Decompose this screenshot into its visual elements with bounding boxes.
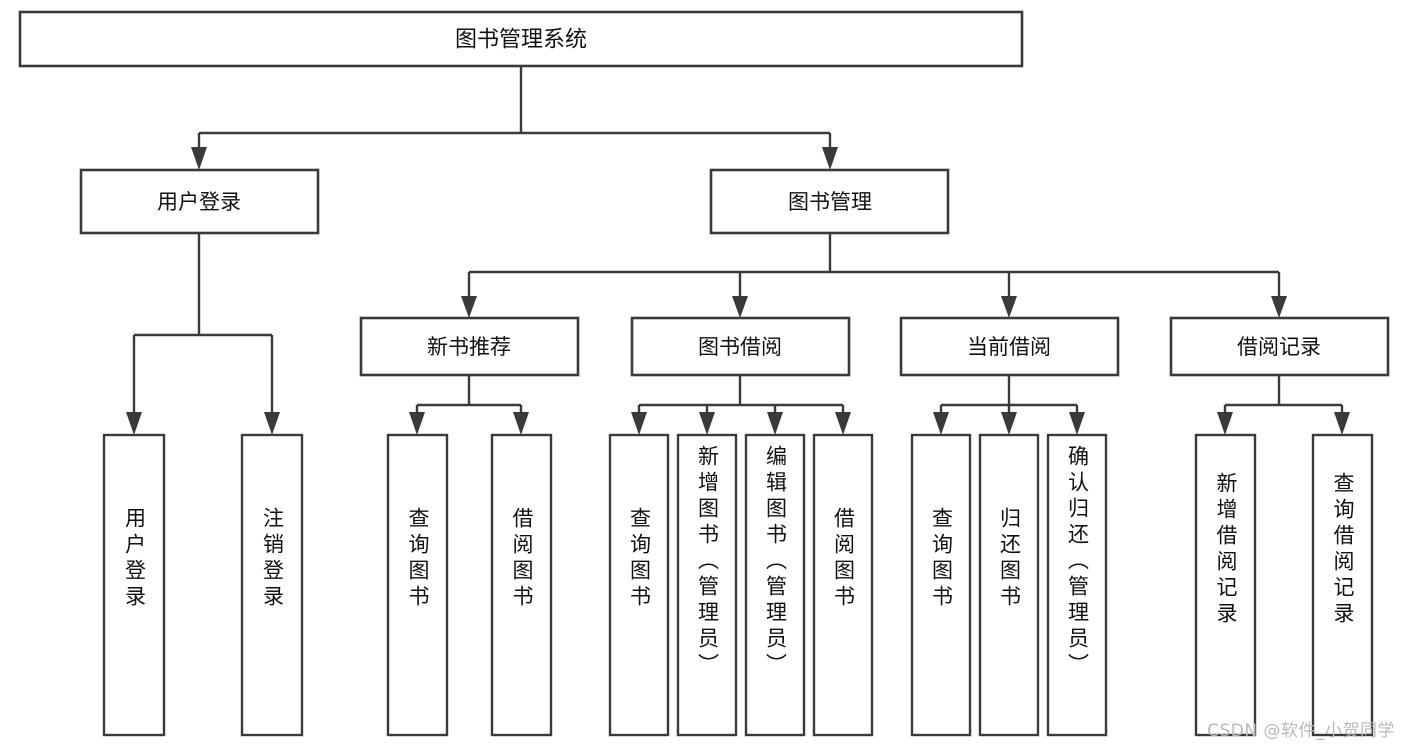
connector-bookmgmt-to-level2	[461, 233, 1287, 318]
connector-group-2	[631, 375, 851, 435]
leaf-box-user-login[interactable]	[102, 433, 166, 737]
level2-box-2[interactable]	[899, 316, 1120, 377]
leaf-box-logout[interactable]	[240, 433, 304, 737]
node-root[interactable]: 图书管理系统	[18, 10, 1024, 68]
connector-group-1	[409, 375, 529, 435]
root-label: 图书管理系统	[455, 28, 587, 53]
arrow-head-icon	[191, 147, 207, 170]
node-borrow-record[interactable]: 借阅记录	[1169, 316, 1390, 377]
level2-label-2: 当前借阅	[967, 335, 1051, 359]
root-box[interactable]	[18, 10, 1024, 68]
level1-label-1: 图书管理	[788, 190, 872, 214]
leaf-box-edit-book[interactable]	[744, 433, 806, 737]
arrow-head-icon	[732, 296, 748, 318]
arrow-head-icon	[699, 412, 715, 435]
leaf-box-query-book-1[interactable]	[386, 433, 449, 737]
level1-label-0: 用户登录	[157, 190, 241, 214]
arrow-head-icon	[1001, 412, 1017, 435]
arrow-head-icon	[126, 412, 142, 435]
leaf-box-query-borrow-record[interactable]	[1311, 433, 1374, 737]
node-current-borrow[interactable]: 当前借阅	[899, 316, 1120, 377]
connector-root-to-level1	[191, 66, 838, 170]
level2-box-1[interactable]	[630, 316, 851, 377]
arrow-head-icon	[631, 412, 647, 435]
connector-group-3	[933, 375, 1085, 435]
arrow-head-icon	[1334, 412, 1350, 435]
arrow-head-icon	[1271, 296, 1287, 318]
level2-box-3[interactable]	[1169, 316, 1390, 377]
leaf-box-add-book[interactable]	[676, 433, 738, 737]
node-book-borrow[interactable]: 图书借阅	[630, 316, 851, 377]
arrow-head-icon	[1001, 296, 1017, 318]
arrow-head-icon	[1069, 412, 1085, 435]
node-book-management[interactable]: 图书管理	[709, 168, 950, 235]
watermark-text: CSDN @软件_小贺同学	[1207, 721, 1395, 741]
node-new-book-recommend[interactable]: 新书推荐	[359, 316, 580, 377]
arrow-head-icon	[264, 412, 280, 435]
arrow-head-icon	[513, 412, 529, 435]
leaf-box-query-book-2[interactable]	[608, 433, 670, 737]
leaf-box-query-book-3[interactable]	[910, 433, 972, 737]
arrow-head-icon	[1217, 412, 1233, 435]
leaf-box-return-book[interactable]	[978, 433, 1040, 737]
arrow-head-icon	[767, 412, 783, 435]
level2-label-0: 新书推荐	[427, 335, 511, 359]
connector-group-4	[1217, 375, 1350, 435]
connector-group-0	[126, 233, 280, 435]
leaf-box-add-borrow-record[interactable]	[1194, 433, 1257, 737]
leaf-box-borrow-book-1[interactable]	[490, 433, 553, 737]
arrow-head-icon	[461, 296, 477, 318]
level2-box-0[interactable]	[359, 316, 580, 377]
level2-label-1: 图书借阅	[698, 335, 782, 359]
arrow-head-icon	[822, 147, 838, 170]
leaf-box-confirm-return[interactable]	[1046, 433, 1108, 737]
arrow-head-icon	[409, 412, 425, 435]
arrow-head-icon	[835, 412, 851, 435]
arrow-head-icon	[933, 412, 949, 435]
level1-box-1[interactable]	[709, 168, 950, 235]
level2-label-3: 借阅记录	[1237, 335, 1321, 359]
leaf-box-borrow-book-2[interactable]	[812, 433, 874, 737]
node-user-login[interactable]: 用户登录	[79, 168, 320, 235]
